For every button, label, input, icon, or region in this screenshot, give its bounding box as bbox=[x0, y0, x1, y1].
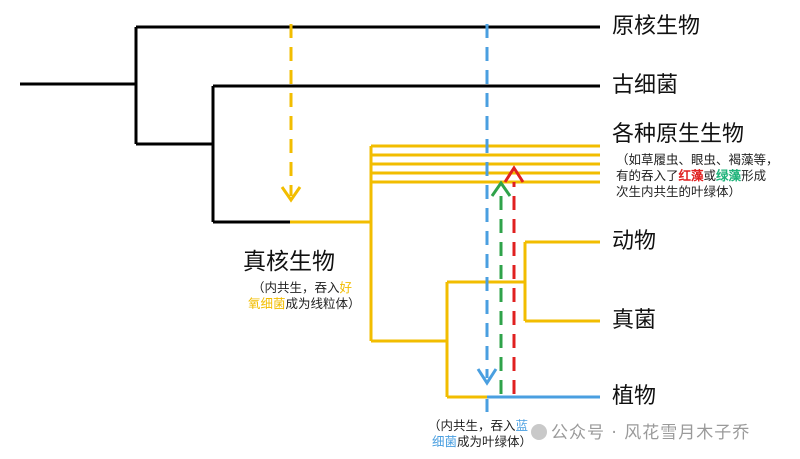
label-prokaryote: 原核生物 bbox=[612, 14, 701, 39]
watermark: 公众号 · 风花雪月木子乔 bbox=[531, 418, 750, 443]
wechat-icon bbox=[531, 424, 547, 440]
aerobic-text-2: 氧细菌 bbox=[248, 296, 286, 311]
label-protists: 各种原生生物 bbox=[612, 122, 745, 147]
red-algae-text: 红藻 bbox=[678, 168, 704, 183]
chloroplast-note-line1: （内共生，吞入蓝 bbox=[428, 418, 529, 433]
label-archaea: 古细菌 bbox=[612, 73, 679, 98]
protist-note-line1: （如草履虫、眼虫、褐藻等， bbox=[616, 152, 779, 167]
chloroplast-note: （内共生，吞入蓝 细菌成为叶绿体） bbox=[428, 418, 532, 450]
green-algae-text: 绿藻 bbox=[716, 168, 742, 183]
label-fungi: 真菌 bbox=[612, 308, 657, 333]
chloroplast-endosymbiosis-arrow bbox=[476, 24, 498, 412]
mitochondria-endosymbiosis-arrow bbox=[280, 24, 302, 203]
prokaryote-branches bbox=[20, 25, 600, 224]
mitochondria-note: （内共生，吞入好 氧细菌成为线粒体） bbox=[248, 280, 361, 312]
green-algae-secondary-arrow bbox=[490, 180, 512, 394]
aerobic-text-1: 好 bbox=[339, 280, 353, 295]
chloroplast-note-line2: 细菌成为叶绿体） bbox=[432, 434, 533, 449]
mitochondria-note-line1: （内共生，吞入好 bbox=[252, 280, 353, 295]
label-plants: 植物 bbox=[612, 384, 657, 409]
protist-note-line2: 有的吞入了红藻或绿藻形成 bbox=[616, 168, 767, 183]
cyano-text-2: 细菌 bbox=[432, 434, 458, 449]
red-algae-secondary-arrow bbox=[503, 165, 525, 394]
label-animals: 动物 bbox=[612, 229, 657, 254]
protist-note: （如草履虫、眼虫、褐藻等， 有的吞入了红藻或绿藻形成 次生内共生的叶绿体） bbox=[616, 152, 779, 200]
label-eukaryote: 真核生物 bbox=[243, 249, 335, 275]
mitochondria-note-line2: 氧细菌成为线粒体） bbox=[248, 296, 361, 311]
protist-note-line3: 次生内共生的叶绿体） bbox=[616, 184, 742, 199]
cyano-text-1: 蓝 bbox=[515, 418, 529, 433]
eukaryote-branches bbox=[290, 144, 600, 399]
